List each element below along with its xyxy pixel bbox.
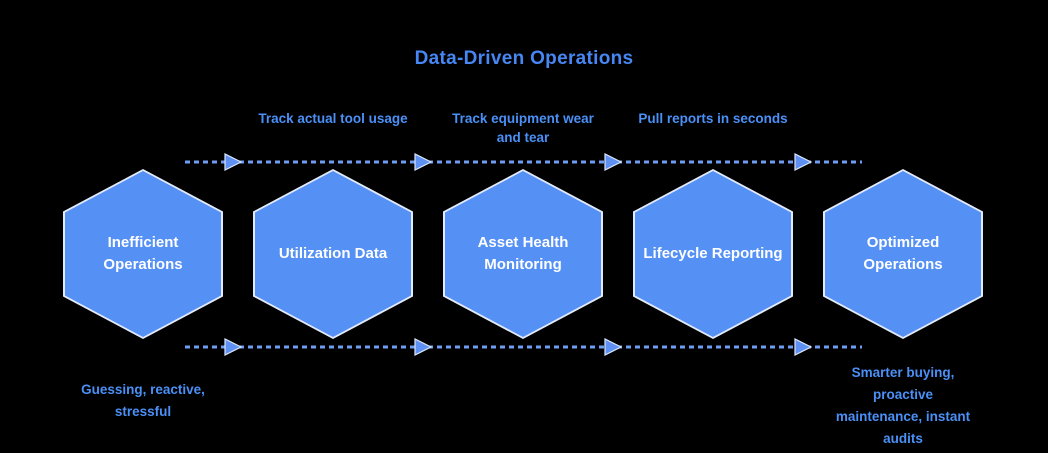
stage-hexagon-lifecycle-reporting: Lifecycle Reporting [633,169,793,339]
stage-hexagon-inefficient-operations: Inefficient Operations [63,169,223,339]
stage-label: Lifecycle Reporting [643,245,783,262]
flow-arrow-bottom [185,338,862,356]
arrowhead-icon [794,338,813,356]
stage-caption: Guessing, reactive, stressful [81,382,205,419]
stage-hexagon-asset-health-monitoring: Asset Health Monitoring [443,169,603,339]
diagram-title: Data-Driven Operations [414,48,634,69]
arrowhead-icon [414,338,433,356]
stage-label: Utilization Data [278,245,388,262]
stage-label: Optimized Operations [863,234,943,273]
stage-benefit-label: Pull reports in seconds [638,111,788,126]
hexagon-fill: Asset Health Monitoring [445,171,601,337]
arrowhead-icon [604,153,623,171]
arrowhead-icon [604,338,623,356]
stage-benefit-label: Track actual tool usage [258,111,408,126]
arrowhead-icon [224,338,243,356]
arrowhead-icon [224,153,243,171]
flow-arrow-top [185,153,862,171]
stage-hexagon-utilization-data: Utilization Data [253,169,413,339]
stage-label: Asset Health Monitoring [477,234,569,273]
stage-caption: Smarter buying, proactive maintenance, i… [835,365,971,446]
stage-hexagon-optimized-operations: Optimized Operations [823,169,983,339]
hexagon-fill: Utilization Data [255,171,411,337]
stage-label: Inefficient Operations [103,234,183,273]
hexagon-fill: Inefficient Operations [65,171,221,337]
arrowhead-icon [794,153,813,171]
hexagon-fill: Optimized Operations [825,171,981,337]
arrowhead-icon [414,153,433,171]
stage-benefit-label: Track equipment wear and tear [452,111,594,145]
hexagon-fill: Lifecycle Reporting [635,171,791,337]
